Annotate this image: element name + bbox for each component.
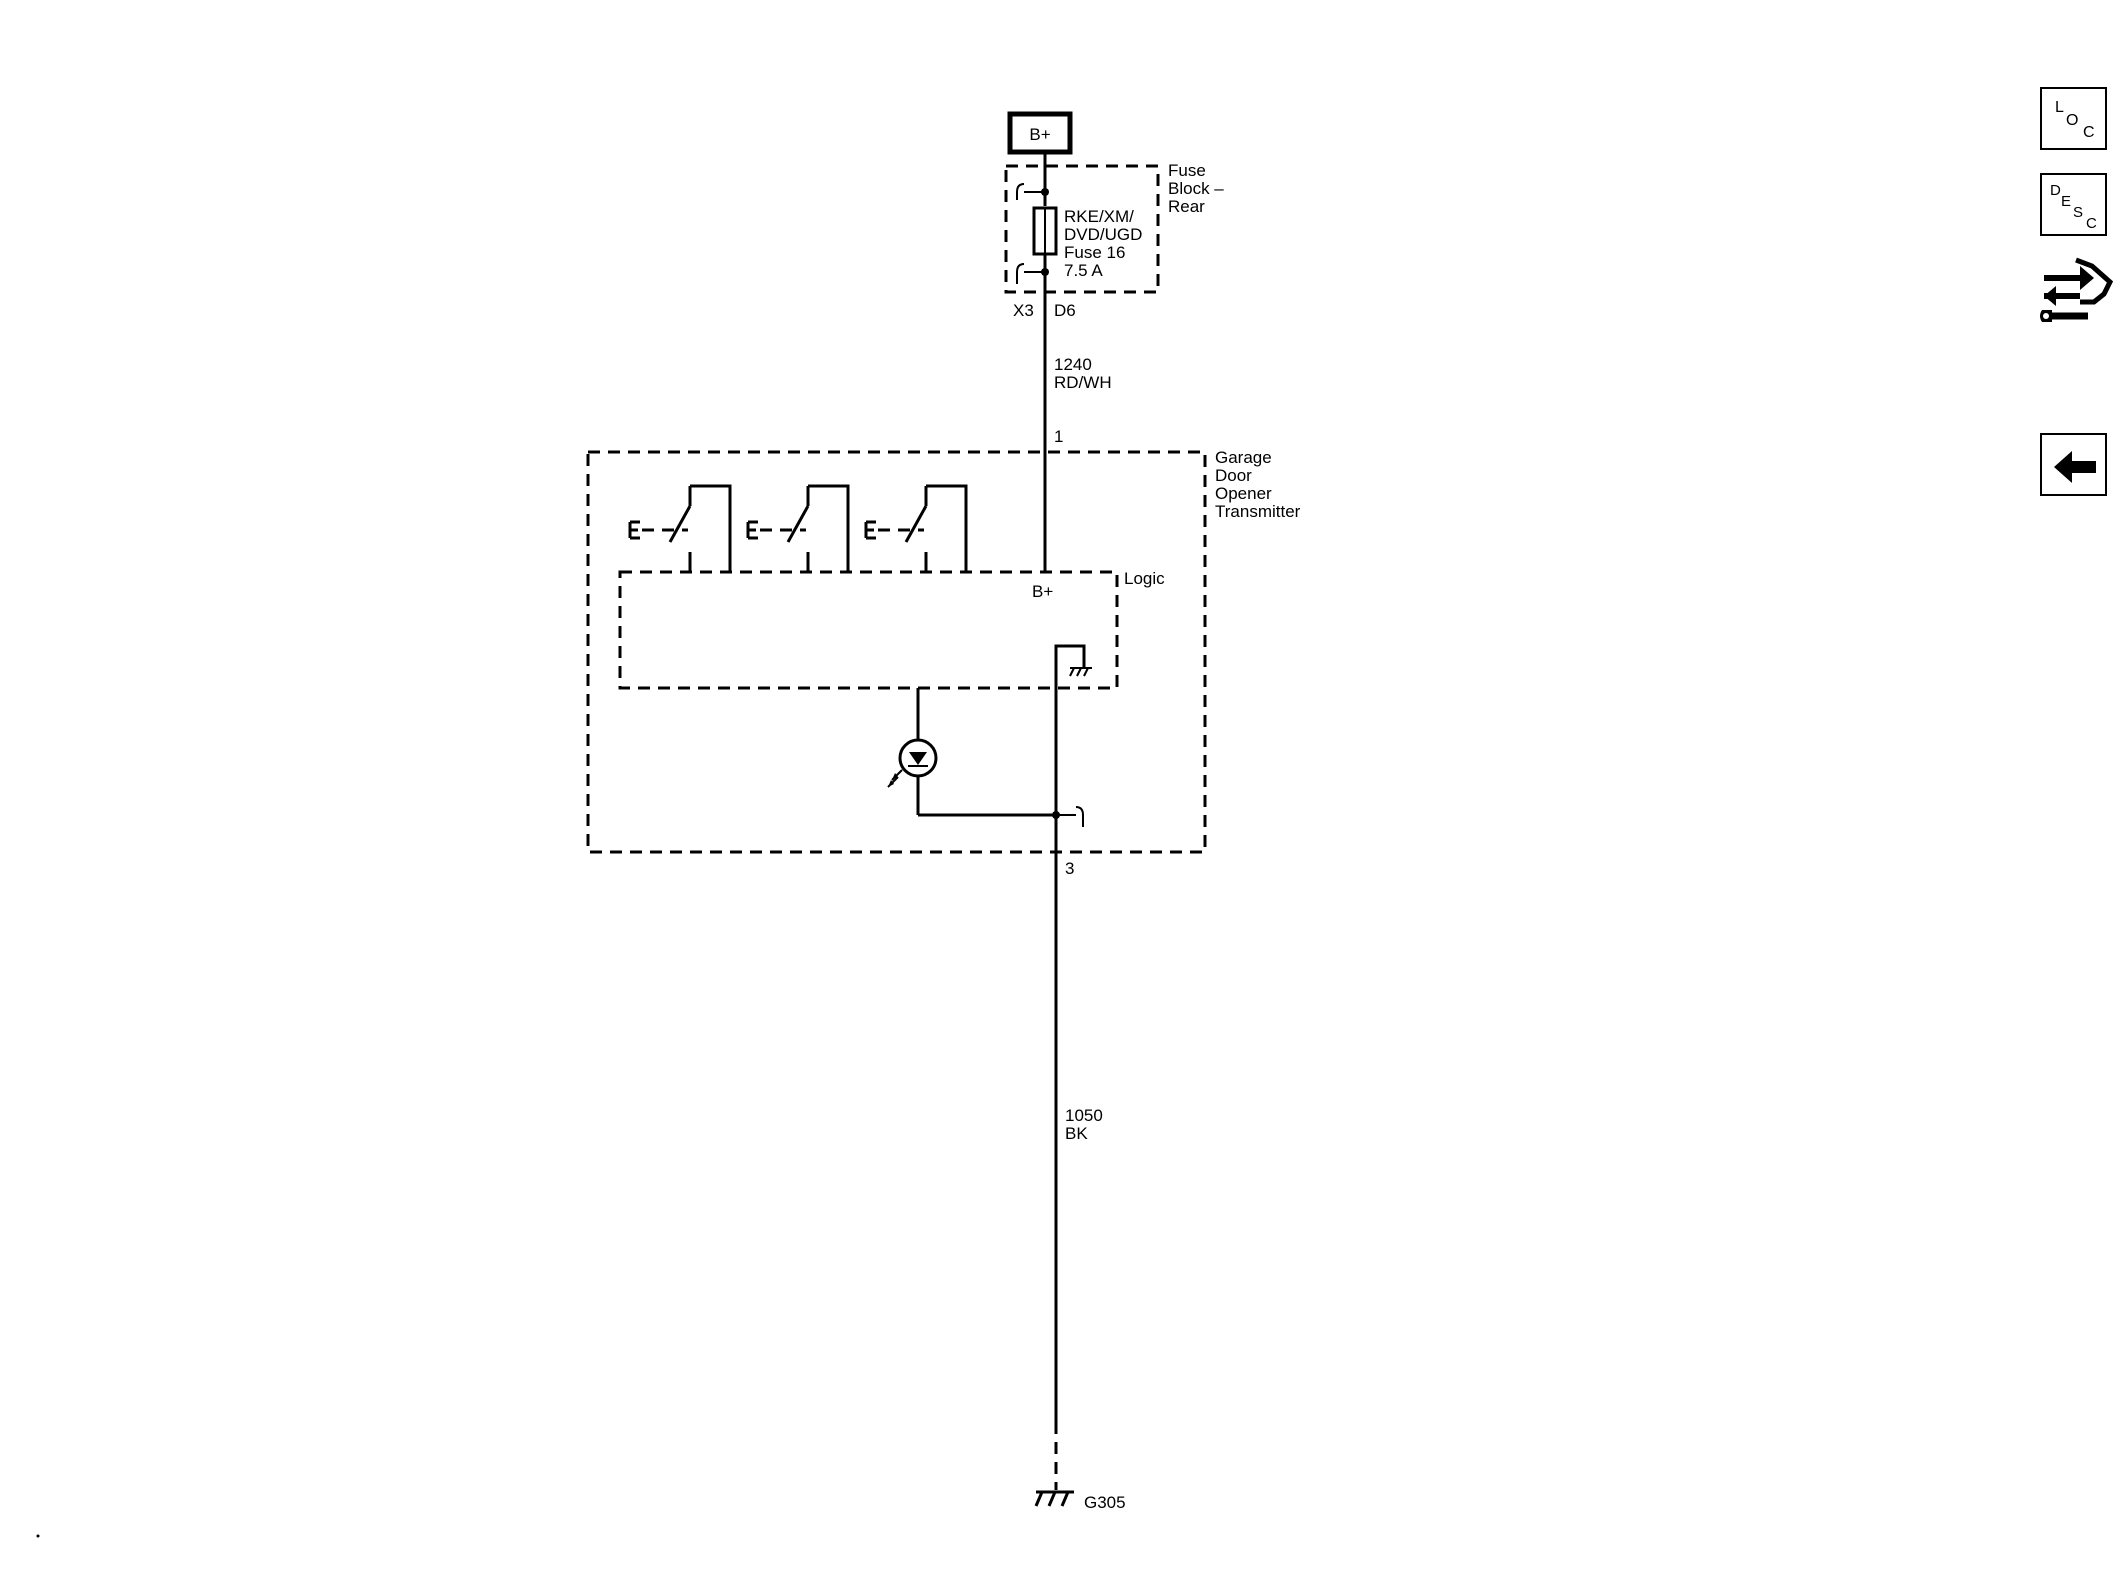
fuse-connector-label: X3 (1013, 301, 1034, 320)
loc-letter: L (2055, 99, 2064, 116)
gdo-pin-ground: 3 (1065, 859, 1074, 878)
ground-pin-terminal (1056, 806, 1084, 827)
logic-module-label: Logic (1124, 569, 1165, 588)
back-button[interactable] (2040, 433, 2107, 496)
wire-1240-circuit: 1240 (1054, 355, 1092, 374)
back-arrow-icon (2054, 451, 2096, 483)
pushbutton-switch-2 (746, 484, 850, 572)
logic-internal-ground (1054, 644, 1092, 690)
gdo-name-line: Transmitter (1215, 502, 1301, 521)
bplus-source-box (1007, 111, 1073, 155)
garage-door-opener-name: Garage Door Opener Transmitter (1215, 448, 1301, 521)
pushbutton-switch-1 (628, 484, 732, 572)
desc-letter: D (2050, 182, 2061, 199)
gdo-pin-power: 1 (1054, 427, 1063, 446)
fuse-label-line: Fuse 16 (1064, 243, 1125, 262)
fuse-block-name: Fuse Block – Rear (1168, 161, 1224, 216)
logic-bplus-label: B+ (1032, 582, 1053, 601)
wire-1050-color: BK (1065, 1124, 1088, 1143)
wire-1240-color: RD/WH (1054, 373, 1112, 392)
component-view-button[interactable] (2036, 252, 2116, 334)
fuse-block-name-line: Block – (1168, 179, 1224, 198)
loc-letter: O (2066, 112, 2078, 129)
desc-letter: E (2061, 193, 2071, 210)
led-indicator-icon (887, 738, 938, 788)
desc-letter: C (2086, 215, 2097, 232)
fuse-upper-terminal (1016, 183, 1045, 200)
ground-label: G305 (1084, 1493, 1126, 1512)
loc-letter: C (2083, 124, 2095, 141)
fuse-block-name-line: Fuse (1168, 161, 1206, 180)
gdo-name-line: Opener (1215, 484, 1272, 503)
fuse-rating-label: RKE/XM/ DVD/UGD Fuse 16 7.5 A (1064, 207, 1142, 280)
gdo-name-line: Door (1215, 466, 1252, 485)
fuse-label-line: 7.5 A (1064, 261, 1103, 280)
desc-icon: D E S C (2050, 182, 2097, 232)
location-button[interactable]: L O C (2040, 87, 2107, 150)
fuse-pin-label: D6 (1054, 301, 1076, 320)
fuse-label-line: RKE/XM/ (1064, 207, 1134, 226)
description-button[interactable]: D E S C (2040, 173, 2107, 236)
bplus-source-label: B+ (1029, 125, 1050, 144)
ground-g305-icon (1034, 1490, 1074, 1507)
fuse-label-line: DVD/UGD (1064, 225, 1142, 244)
fuse-block-name-line: Rear (1168, 197, 1205, 216)
pushbutton-switch-3 (864, 484, 968, 572)
logic-module-outline (618, 570, 1119, 690)
desc-letter: S (2073, 204, 2083, 221)
wire-1050-circuit: 1050 (1065, 1106, 1103, 1125)
corner-mark (36, 1534, 40, 1538)
garage-door-opener-outline (586, 450, 1207, 854)
gdo-name-line: Garage (1215, 448, 1272, 467)
connector-wrench-icon (2040, 257, 2114, 322)
fuse-lower-terminal (1016, 263, 1045, 284)
loc-icon: L O C (2055, 99, 2095, 141)
